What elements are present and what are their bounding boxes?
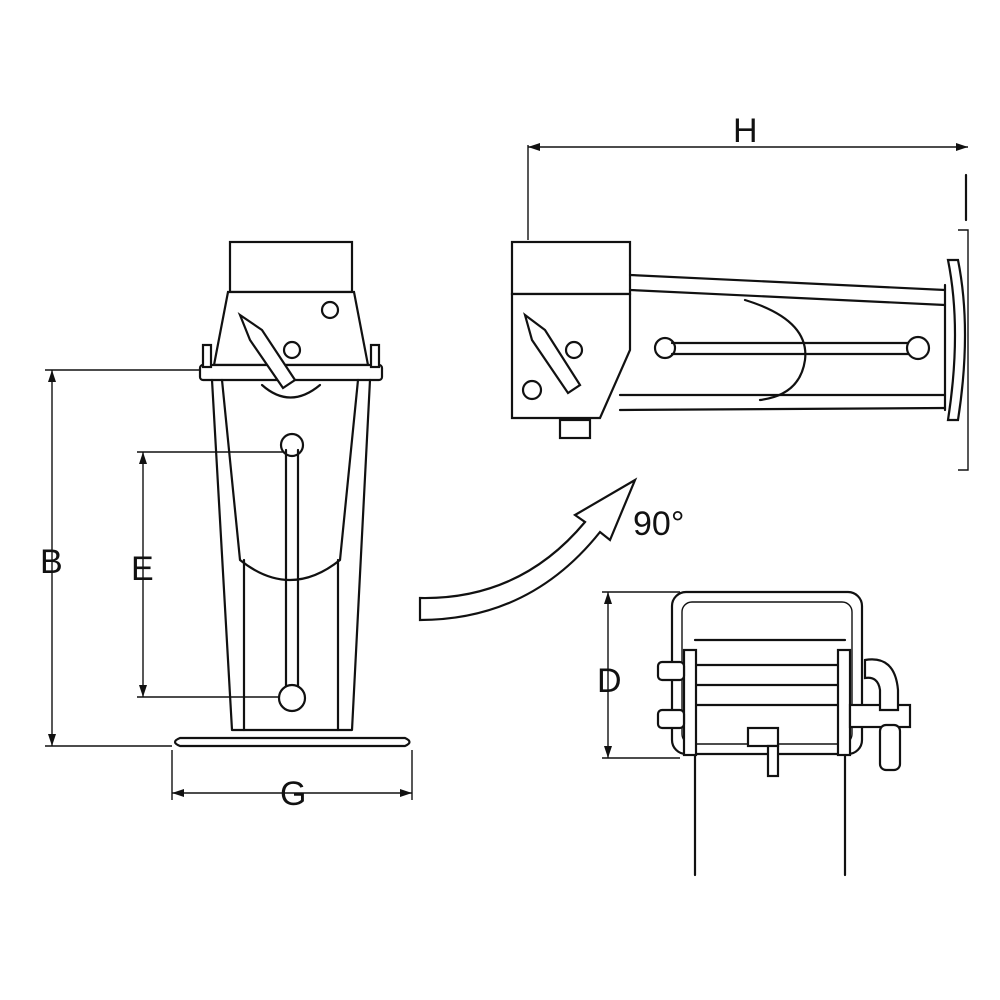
top-view: D xyxy=(597,590,912,877)
rotation-label: 90° xyxy=(633,505,684,543)
crank-knob xyxy=(277,683,307,713)
dimension-d-label: D xyxy=(597,662,622,700)
top-tube xyxy=(510,240,632,296)
top-tube xyxy=(228,240,354,294)
base-plate-edge xyxy=(946,258,967,422)
rotation-arrow: 90° xyxy=(418,477,684,622)
locking-lever xyxy=(237,312,297,390)
dimension-h-label: H xyxy=(733,112,758,150)
base-plate xyxy=(173,736,411,748)
side-view: H xyxy=(510,112,969,471)
dimension-b-label: B xyxy=(40,543,63,581)
dimension-e-label: E xyxy=(131,550,154,588)
crank-pivot xyxy=(279,432,305,458)
front-view: B E G xyxy=(40,240,413,813)
outer-leg xyxy=(210,378,372,732)
dimension-g-label: G xyxy=(280,775,306,813)
